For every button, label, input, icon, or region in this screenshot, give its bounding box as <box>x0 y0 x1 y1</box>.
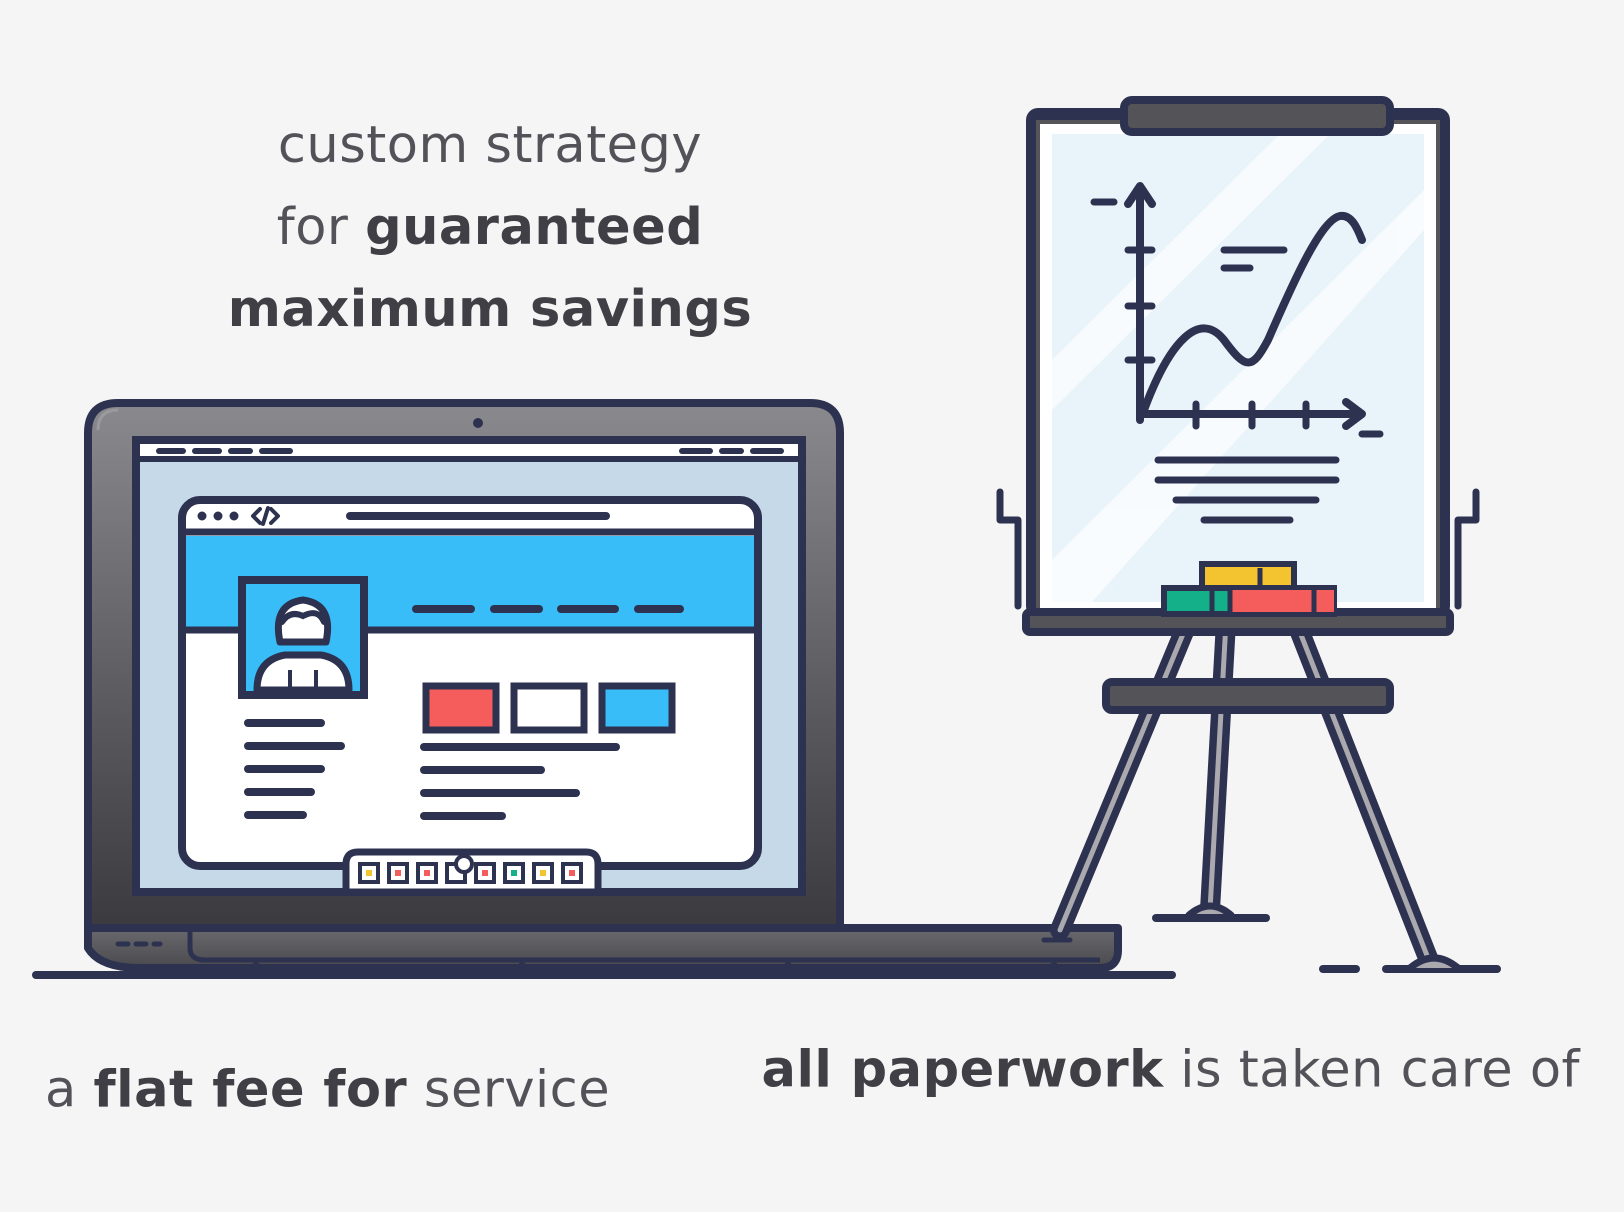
laptop-icon <box>84 399 1122 972</box>
flip-chart-easel-icon <box>996 96 1480 971</box>
profile-page-icon <box>178 496 762 870</box>
white-block <box>510 682 588 734</box>
red-block <box>422 682 500 734</box>
blue-block <box>598 682 676 734</box>
caption-strategy: custom strategy for guaranteed maximum s… <box>0 105 980 351</box>
caption-strategy-line3: maximum savings <box>227 280 753 339</box>
markers-icon <box>1161 561 1337 617</box>
caption-strategy-line2: for guaranteed <box>276 198 704 257</box>
ground-line <box>32 965 1501 979</box>
caption-fee: a flat fee for service <box>45 1060 611 1120</box>
dock <box>342 848 602 896</box>
webcam-icon <box>473 418 483 428</box>
caption-strategy-line1: custom strategy <box>277 116 703 175</box>
user-avatar-icon <box>238 576 368 699</box>
cursor-icon <box>454 854 474 874</box>
line-chart-icon <box>1090 182 1384 524</box>
caption-paperwork: all paperwork is taken care of <box>761 1040 1580 1100</box>
code-icon <box>251 506 280 526</box>
